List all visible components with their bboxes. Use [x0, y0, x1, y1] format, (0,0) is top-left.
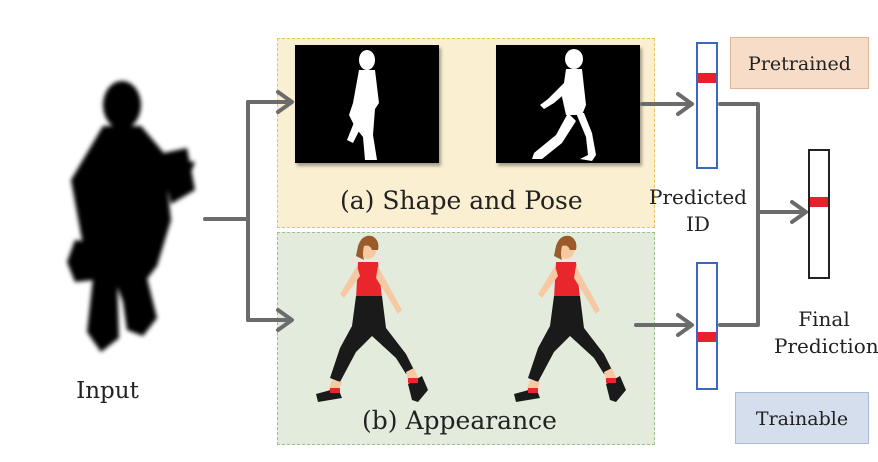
predicted-id-bar-appearance	[696, 262, 718, 390]
pretrained-tag: Pretrained	[730, 37, 869, 89]
final-prediction-label-line1: Final	[798, 307, 850, 331]
walking-woman-icon	[316, 235, 428, 402]
walking-woman-icon	[514, 235, 626, 402]
predicted-id-bar-shape	[696, 42, 718, 169]
final-prediction-bar	[808, 149, 830, 279]
predicted-id-label-line2: ID	[686, 212, 710, 236]
final-prediction-label: Final Prediction	[774, 306, 878, 360]
final-prediction-label-line2: Prediction	[774, 334, 878, 358]
id-marker	[698, 73, 716, 83]
shape-pose-caption: (a) Shape and Pose	[340, 186, 583, 215]
id-marker	[698, 332, 716, 342]
appearance-caption: (b) Appearance	[362, 406, 557, 435]
input-label: Input	[76, 378, 139, 404]
predicted-id-label-line1: Predicted	[649, 185, 747, 209]
id-marker	[810, 197, 828, 207]
walking-silhouette-icon	[532, 49, 596, 161]
predicted-id-label: Predicted ID	[648, 184, 748, 238]
trainable-tag: Trainable	[735, 392, 869, 444]
shape-silhouette-frame-2	[496, 45, 640, 163]
shape-silhouette-frame-1	[295, 45, 439, 163]
standing-silhouette-icon	[347, 50, 379, 160]
businessman-silhouette-icon	[67, 81, 195, 352]
